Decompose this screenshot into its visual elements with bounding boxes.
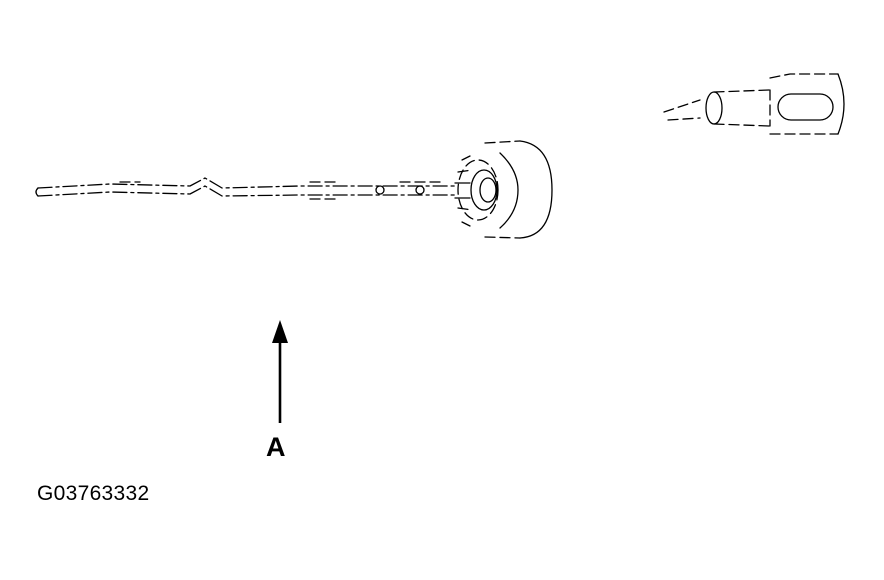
callout-label-a: A xyxy=(266,432,286,462)
dipstick-shaft xyxy=(35,177,456,200)
figure-code: G03763332 xyxy=(37,482,150,505)
dipstick-cap xyxy=(454,140,553,239)
detail-component xyxy=(663,73,845,135)
callout-arrow xyxy=(272,320,288,423)
